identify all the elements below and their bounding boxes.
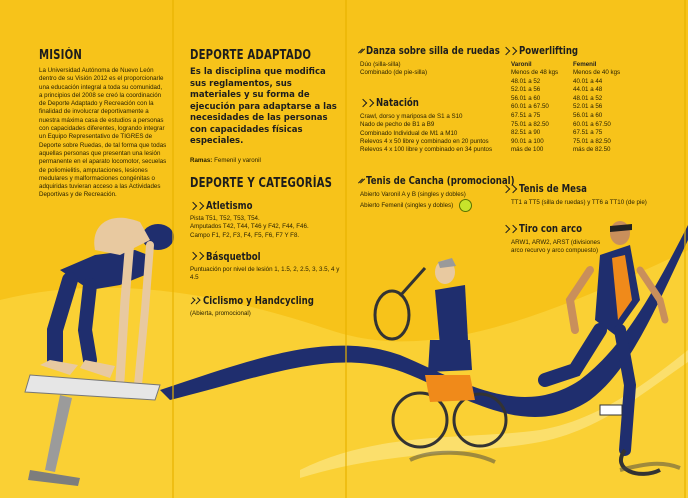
danza-section: Danza sobre silla de ruedas Dúo (silla-s… (358, 44, 500, 78)
femenil-cell: 48.01 a 52 (573, 94, 603, 102)
danza-heading: Danza sobre silla de ruedas (358, 44, 500, 57)
powerlifting-table: Varonil Femenil Menos de 48 kgs Menos de… (511, 61, 633, 155)
basquetbol-heading: Básquetbol (188, 249, 345, 263)
ciclismo-heading: Ciclismo y Handcycling (188, 294, 345, 308)
tiro-arco-line-2: arco recurvo y arco compuesto) (511, 247, 599, 255)
wheelchair-tennis-illustration (373, 258, 508, 464)
powerlifting-title: Powerlifting (519, 44, 579, 57)
varonil-cell: 60.01 a 67.50 (511, 103, 549, 111)
ramas-value: Femenil y varonil (214, 156, 261, 164)
ciclismo-line-1: (Abierta, promocional) (190, 310, 251, 318)
femenil-cell: 40.01 a 44 (573, 77, 603, 85)
tenis-mesa-line-1: TT1 a TT5 (silla de ruedas) y TT6 a TT10… (511, 199, 647, 206)
basquetbol-title: Básquetbol (206, 249, 261, 263)
deporte-categorias-section: DEPORTE Y CATEGORÍAS Atletismo Pista T51… (188, 176, 345, 319)
femenil-cell: 44.01 a 48 (573, 86, 603, 94)
femenil-cell: 67.51 a 75 (573, 129, 603, 137)
femenil-cell: 60.01 a 67.50 (573, 120, 611, 128)
deporte-adaptado-section: DEPORTE ADAPTADO Es la disciplina que mo… (190, 48, 340, 165)
chevron-icon (195, 252, 205, 261)
tennis-ball-icon (458, 199, 472, 213)
tiro-arco-heading: Tiro con arco (501, 222, 623, 235)
chevron-icon (508, 224, 518, 233)
chevron-icon (193, 297, 202, 305)
natacion-line-2: Nado de pecho de B1 a B9 (360, 121, 435, 129)
varonil-cell: 56.01 a 60 (511, 94, 541, 102)
atletismo-line-2: Amputados T42, T44, T46 y F42, F44, F46. (190, 223, 309, 231)
femenil-cell: 75.01 a 82.50 (573, 137, 611, 145)
chevron-icon (508, 184, 518, 193)
femenil-cell: más de 82.50 (573, 146, 611, 154)
basquetbol-line-1: Puntuación por nivel de lesión 1, 1.5, 2… (190, 265, 340, 282)
natacion-heading: Natación (358, 96, 505, 109)
tenis-cancha-line-1: Abierto Varonil A y B (singles y dobles) (360, 191, 466, 198)
tiro-arco-title: Tiro con arco (519, 222, 582, 235)
fold-line-2 (345, 0, 347, 498)
fold-line-1 (172, 0, 174, 498)
tenis-cancha-title: Tenis de Cancha (promocional) (366, 174, 515, 187)
atletismo-title: Atletismo (206, 199, 253, 212)
danza-line-2: Combinado (de pie-silla) (360, 69, 428, 77)
tenis-cancha-heading: Tenis de Cancha (promocional) (358, 174, 515, 187)
varonil-cell: 90.01 a 100 (511, 137, 544, 145)
mision-section: MISIÓN La Universidad Autónoma de Nuevo … (39, 48, 167, 200)
varonil-cell: 75.01 a 82.50 (511, 120, 549, 128)
tenis-cancha-line-2-text: Abierto Femenil (singles y dobles) (360, 202, 454, 210)
mision-title: MISIÓN (39, 48, 82, 63)
varonil-header: Varonil (511, 61, 532, 68)
femenil-cell: 56.01 a 60 (573, 111, 603, 119)
varonil-cell: 48.01 a 52 (511, 77, 541, 85)
mision-body: La Universidad Autónoma de Nuevo León de… (39, 67, 167, 199)
deporte-adaptado-lead: Es la disciplina que modifica sus reglam… (190, 67, 337, 146)
tenis-mesa-title: Tenis de Mesa (519, 182, 587, 195)
powerlifting-heading: Powerlifting (501, 44, 633, 57)
natacion-line-1: Crawl, dorso y mariposa de S1 a S10 (360, 113, 463, 120)
chevron-icon (365, 98, 375, 107)
tiro-arco-section: Tiro con arco ARW1, ARW2, ARST (division… (501, 222, 623, 256)
natacion-section: Natación Crawl, dorso y mariposa de S1 a… (358, 96, 505, 154)
atletismo-line-1: Pista T51, T52, T53, T54. (190, 215, 260, 222)
natacion-title: Natación (376, 96, 419, 109)
natacion-line-3: Combinado Individual de M1 a M10 (360, 129, 458, 137)
danza-line-1: Dúo (silla-silla) (360, 61, 401, 68)
deporte-categorias-title: DEPORTE Y CATEGORÍAS (190, 176, 333, 191)
varonil-cell: 82.51 a 90 (511, 129, 541, 137)
varonil-cell: Menos de 48 kgs (511, 69, 559, 76)
ramas-label: Ramas: (190, 156, 213, 164)
swoosh-highlight (300, 350, 688, 478)
blue-swoosh (160, 225, 688, 417)
femenil-cell: Menos de 40 kgs (573, 69, 621, 76)
runner-illustration (538, 221, 681, 476)
danza-title: Danza sobre silla de ruedas (366, 44, 500, 57)
chevron-icon (195, 201, 205, 210)
atletismo-line-3: Campo F1, F2, F3, F4, F5, F6, F7 Y F8. (190, 231, 300, 239)
femenil-cell: 52.01 a 56 (573, 103, 603, 111)
natacion-line-4: Relevos 4 x 50 libre y combinado en 20 p… (360, 137, 489, 145)
varonil-cell: 67.51 a 75 (511, 111, 541, 119)
swimmer-illustration (24, 217, 174, 486)
tenis-cancha-line-2: Abierto Femenil (singles y dobles) (360, 199, 508, 213)
natacion-line-5: Relevos 4 x 100 libre y combinado en 34 … (360, 146, 493, 154)
tiro-arco-line-1: ARW1, ARW2, ARST (divisiones (511, 239, 601, 246)
fold-line-3 (684, 0, 686, 498)
powerlifting-section: Powerlifting Varonil Femenil Menos de 48… (501, 44, 633, 155)
varonil-cell: más de 100 (511, 146, 544, 154)
varonil-cell: 52.01 a 56 (511, 86, 541, 94)
femenil-header: Femenil (573, 61, 597, 68)
ciclismo-title: Ciclismo y Handcycling (202, 294, 314, 308)
tenis-cancha-section: Tenis de Cancha (promocional) Abierto Va… (358, 174, 515, 213)
chevron-icon (508, 46, 518, 55)
ramas-line: Ramas: Femenil y varonil (190, 157, 340, 165)
deporte-adaptado-title: DEPORTE ADAPTADO (190, 48, 312, 63)
atletismo-heading: Atletismo (188, 199, 345, 212)
tenis-mesa-heading: Tenis de Mesa (501, 182, 683, 195)
tenis-mesa-section: Tenis de Mesa TT1 a TT5 (silla de ruedas… (501, 182, 683, 207)
